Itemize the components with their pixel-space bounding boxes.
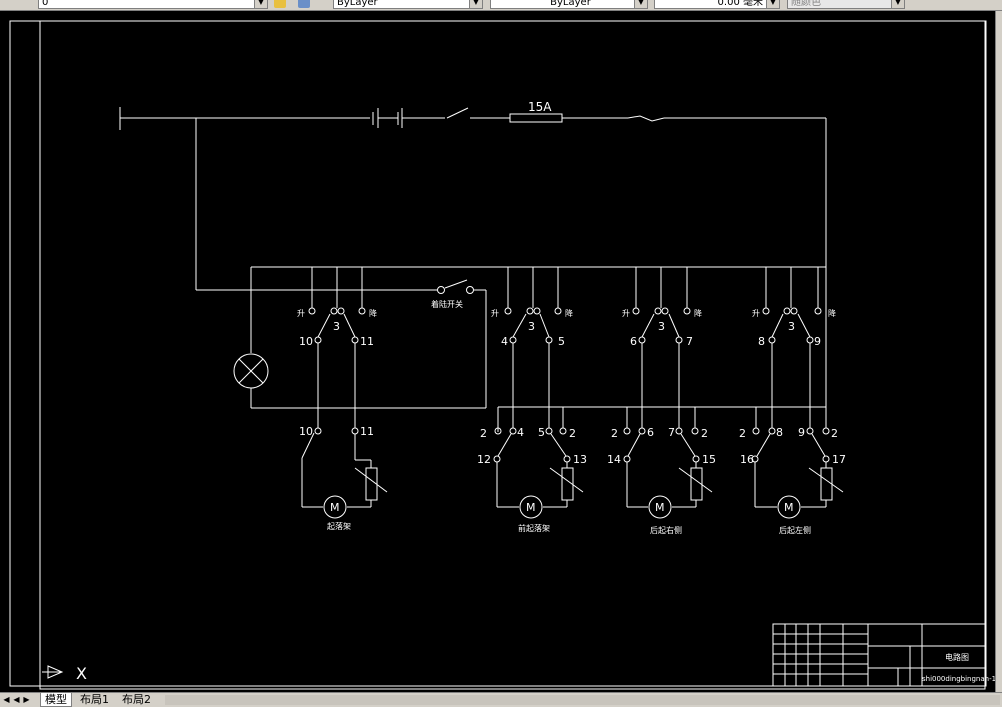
chevron-down-icon[interactable]: ▼ (634, 0, 647, 8)
fuse-symbol (509, 113, 563, 123)
down-label: 降 (369, 308, 377, 318)
terminal-label: 2 (831, 427, 838, 440)
motor-name-label: 起落架 (327, 521, 351, 531)
layer-previous-icon[interactable] (298, 0, 310, 8)
horizontal-scrollbar[interactable] (165, 695, 1000, 705)
motor-symbol-label: M (784, 501, 794, 514)
down-label: 降 (828, 308, 836, 318)
lineweight-dropdown[interactable]: 0.00 毫米 ▼ (654, 0, 780, 9)
plotstyle-value: 随颜色 (791, 0, 821, 8)
terminal-label: 5 (538, 426, 545, 439)
first-tab-icon[interactable]: ◀ (3, 695, 10, 704)
layout-tab-bar: ◀ ◀ ▶ 模型 布局1 布局2 (0, 692, 1002, 707)
prev-tab-icon[interactable]: ◀ (13, 695, 20, 704)
linetype-value: ByLayer (550, 0, 591, 8)
terminal-label: 8 (758, 335, 765, 348)
vertical-scrollbar[interactable] (995, 11, 1002, 692)
terminal-label: 16 (740, 453, 754, 466)
sheet-outer-border (9, 20, 987, 687)
terminal-label: 14 (607, 453, 621, 466)
terminal-label: 2 (739, 427, 746, 440)
up-label: 升 (297, 309, 305, 318)
drawing-name: 电路图 (945, 652, 969, 662)
terminal-label: 7 (668, 426, 675, 439)
ucs-arrow (47, 665, 64, 679)
terminal-label: 15 (702, 453, 716, 466)
drawing-code: shi000dingbingnan-10 (922, 675, 996, 683)
motor-1 (323, 495, 347, 519)
motor-symbol-label: M (330, 501, 340, 514)
motor-3 (648, 495, 672, 519)
terminal-label: 4 (517, 426, 524, 439)
terminal-label: 2 (611, 427, 618, 440)
plotstyle-dropdown[interactable]: 随颜色 ▼ (787, 0, 905, 9)
terminal-label: 17 (832, 453, 846, 466)
chevron-down-icon[interactable]: ▼ (469, 0, 482, 8)
breaker-symbol (627, 115, 665, 122)
motor-name-label: 后起右侧 (650, 525, 682, 535)
motor-2 (519, 495, 543, 519)
motor-name-label: 后起左侧 (779, 525, 811, 535)
layer-value: 0 (42, 0, 49, 8)
circuit-drawing: 15A 着陆开关 升 3 降 10 11 10 11 M 起落架 升 3 降 4… (9, 20, 1001, 690)
down-label: 降 (565, 308, 573, 318)
motor-symbol-label: M (655, 501, 665, 514)
terminal-label: 11 (360, 425, 374, 438)
ucs-x-label: X (76, 664, 87, 683)
terminal-label: 9 (814, 335, 821, 348)
tab-layout2[interactable]: 布局2 (122, 693, 151, 706)
terminal-label: 3 (658, 320, 665, 333)
tab-model[interactable]: 模型 (40, 693, 72, 707)
drawing-canvas[interactable]: 15A 着陆开关 升 3 降 10 11 10 11 M 起落架 升 3 降 4… (0, 11, 1001, 692)
lineweight-value: 0.00 毫米 (717, 0, 763, 8)
terminal-label: 3 (788, 320, 795, 333)
terminal-label: 3 (333, 320, 340, 333)
chevron-down-icon[interactable]: ▼ (766, 0, 779, 8)
terminal-label: 5 (558, 335, 565, 348)
layer-states-icon[interactable] (274, 0, 286, 8)
terminal-label: 8 (776, 426, 783, 439)
terminal-label: 2 (569, 427, 576, 440)
terminal-label: 12 (477, 453, 491, 466)
properties-toolbar: 0 ▼ ByLayer ▼ ByLayer ▼ 0.00 毫米 ▼ 随颜色 ▼ (0, 0, 1002, 11)
color-value: ByLayer (337, 0, 378, 8)
terminal-label: 2 (701, 427, 708, 440)
title-block (772, 623, 986, 687)
next-tab-icon[interactable]: ▶ (23, 695, 30, 704)
tab-layout1[interactable]: 布局1 (80, 693, 109, 706)
motor-symbol-label: M (526, 501, 536, 514)
terminal-label: 6 (630, 335, 637, 348)
motor-name-label: 前起落架 (518, 523, 550, 533)
main-switch-blade (446, 107, 469, 119)
landing-switch-contact (437, 286, 445, 294)
terminal-label: 10 (299, 335, 313, 348)
chevron-down-icon[interactable]: ▼ (891, 0, 904, 8)
terminal-label: 7 (686, 335, 693, 348)
terminal-label: 4 (501, 335, 508, 348)
up-label: 升 (491, 309, 499, 318)
terminal-label: 6 (647, 426, 654, 439)
color-dropdown[interactable]: ByLayer ▼ (333, 0, 483, 9)
terminal-label: 2 (480, 427, 487, 440)
up-label: 升 (622, 309, 630, 318)
landing-switch-label: 着陆开关 (431, 299, 463, 309)
terminal-label: 9 (798, 426, 805, 439)
chevron-down-icon[interactable]: ▼ (254, 0, 267, 8)
sheet-inner-border (39, 20, 986, 690)
down-label: 降 (694, 308, 702, 318)
up-label: 升 (752, 309, 760, 318)
motor-4 (777, 495, 801, 519)
terminal-label: 11 (360, 335, 374, 348)
terminal-label: 13 (573, 453, 587, 466)
terminal-label: 3 (528, 320, 535, 333)
layer-dropdown[interactable]: 0 ▼ (38, 0, 268, 9)
fuse-label: 15A (528, 100, 552, 114)
terminal-label: 10 (299, 425, 313, 438)
linetype-dropdown[interactable]: ByLayer ▼ (490, 0, 648, 9)
